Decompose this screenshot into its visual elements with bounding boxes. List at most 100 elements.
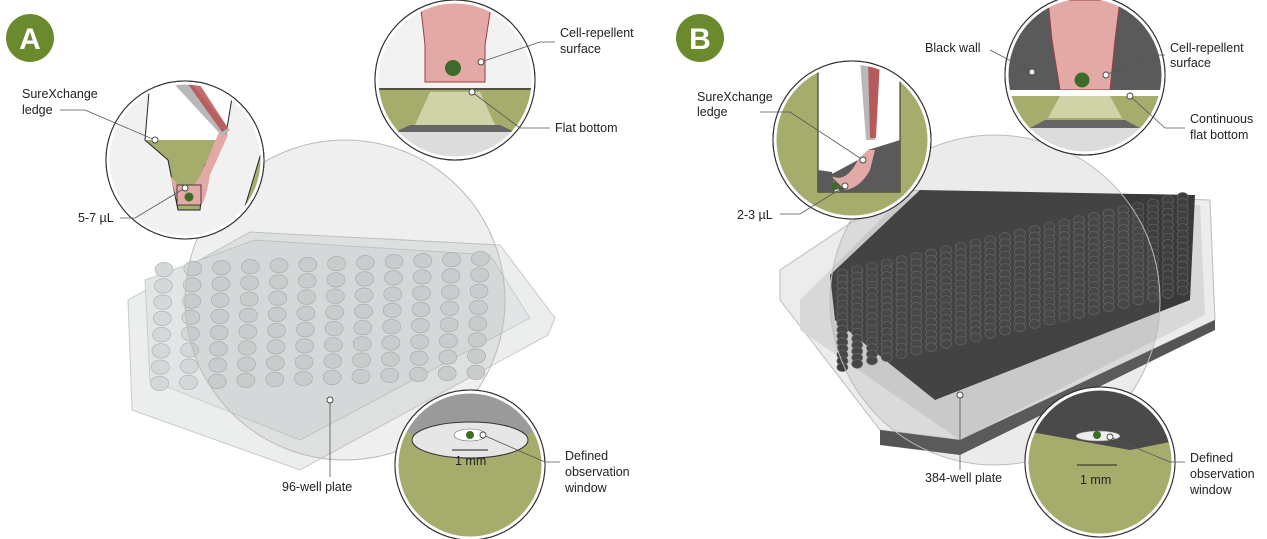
well bbox=[895, 349, 908, 359]
label-ledge-a: SureXchange bbox=[22, 87, 98, 101]
label-window-b: Defined bbox=[1190, 451, 1233, 465]
well bbox=[1176, 285, 1189, 296]
well bbox=[355, 271, 374, 287]
well bbox=[209, 341, 228, 357]
well bbox=[297, 289, 316, 305]
well bbox=[1102, 302, 1115, 312]
well bbox=[1028, 319, 1041, 329]
well bbox=[1162, 289, 1174, 299]
well bbox=[211, 292, 230, 308]
well bbox=[179, 358, 199, 374]
well bbox=[294, 354, 314, 370]
well bbox=[236, 372, 256, 388]
well bbox=[384, 254, 404, 270]
well bbox=[295, 338, 314, 354]
well bbox=[352, 336, 372, 352]
panel-b: B bbox=[676, 0, 1255, 538]
well bbox=[322, 369, 342, 385]
well bbox=[439, 317, 459, 333]
well bbox=[211, 276, 231, 292]
well bbox=[352, 352, 371, 368]
96-well-plate bbox=[127, 231, 556, 471]
well bbox=[294, 370, 313, 386]
label-scale-a: 1 mm bbox=[455, 454, 486, 468]
well bbox=[382, 302, 402, 318]
label-surface-a: Cell-repellent bbox=[560, 26, 634, 40]
well bbox=[1043, 315, 1056, 326]
well bbox=[468, 316, 488, 332]
well bbox=[1014, 322, 1026, 332]
well bbox=[152, 327, 171, 343]
label-plate-a: 96-well plate bbox=[282, 480, 352, 494]
well bbox=[182, 293, 201, 309]
badge-b-letter: B bbox=[689, 23, 711, 56]
well bbox=[851, 359, 863, 369]
well bbox=[440, 300, 459, 316]
well bbox=[267, 323, 286, 339]
well bbox=[469, 283, 489, 299]
magnifier-lens-a bbox=[184, 139, 506, 461]
well bbox=[153, 294, 173, 310]
well bbox=[467, 332, 487, 348]
well bbox=[356, 255, 375, 271]
label-volume-b: 2-3 µL bbox=[737, 208, 773, 222]
well bbox=[940, 339, 952, 349]
well bbox=[266, 355, 285, 371]
well bbox=[410, 334, 429, 350]
well bbox=[381, 335, 401, 351]
label-surface-b-2: surface bbox=[1170, 56, 1211, 70]
label-ledge-b-2: ledge bbox=[697, 105, 728, 119]
label-bottom-b-2: flat bottom bbox=[1190, 128, 1248, 142]
well bbox=[268, 290, 288, 306]
well bbox=[327, 256, 346, 272]
well bbox=[151, 343, 171, 359]
badge-a-letter: A bbox=[19, 23, 41, 56]
well bbox=[1132, 295, 1145, 306]
label-surface-b: Cell-repellent bbox=[1170, 41, 1244, 55]
well bbox=[326, 288, 345, 304]
well bbox=[207, 373, 227, 389]
well bbox=[969, 332, 982, 342]
well bbox=[325, 304, 344, 320]
well bbox=[324, 337, 343, 353]
well bbox=[238, 324, 258, 340]
well bbox=[442, 252, 461, 268]
well bbox=[267, 306, 287, 322]
well bbox=[910, 345, 923, 356]
well bbox=[409, 366, 428, 382]
well bbox=[413, 253, 433, 269]
well bbox=[381, 351, 400, 367]
well bbox=[179, 374, 198, 390]
well bbox=[384, 270, 403, 286]
ledge-detail-b bbox=[772, 60, 932, 220]
surface-detail-a bbox=[374, 0, 536, 161]
leader-lines-a bbox=[60, 41, 560, 477]
well bbox=[265, 371, 284, 387]
well bbox=[266, 339, 286, 355]
well bbox=[151, 359, 170, 375]
well bbox=[154, 262, 174, 278]
window-detail-a bbox=[394, 389, 546, 539]
leader-lines-b bbox=[760, 49, 1185, 470]
well bbox=[269, 258, 289, 274]
well bbox=[183, 261, 203, 277]
well bbox=[439, 333, 458, 349]
well bbox=[925, 342, 937, 352]
well bbox=[296, 322, 315, 338]
well bbox=[154, 278, 173, 294]
384-well-plate bbox=[779, 189, 1216, 455]
well bbox=[354, 303, 373, 319]
well bbox=[470, 267, 489, 283]
well bbox=[182, 277, 202, 293]
well bbox=[437, 365, 457, 381]
well bbox=[866, 355, 878, 366]
badge-a: A bbox=[6, 14, 54, 62]
well bbox=[467, 348, 486, 364]
well bbox=[441, 284, 460, 300]
label-ledge-b: SureXchange bbox=[697, 90, 773, 104]
well bbox=[1147, 292, 1159, 302]
well bbox=[1088, 305, 1100, 316]
label-flat-bottom-a: Flat bottom bbox=[555, 121, 618, 135]
